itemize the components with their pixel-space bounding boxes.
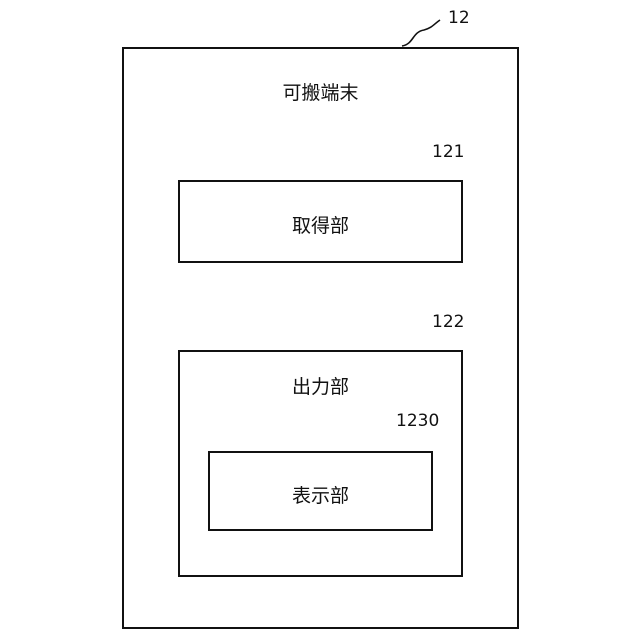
leader-12	[402, 20, 440, 46]
portable-terminal-ref: 12	[448, 8, 470, 28]
acquisition-unit-ref: 121	[432, 142, 464, 162]
portable-terminal-title: 可搬端末	[122, 78, 519, 105]
display-unit-ref: 1230	[396, 411, 439, 431]
output-unit-ref: 122	[432, 312, 464, 332]
display-unit-label: 表示部	[208, 481, 433, 508]
acquisition-unit-label: 取得部	[178, 211, 463, 238]
output-unit-label: 出力部	[178, 372, 463, 399]
